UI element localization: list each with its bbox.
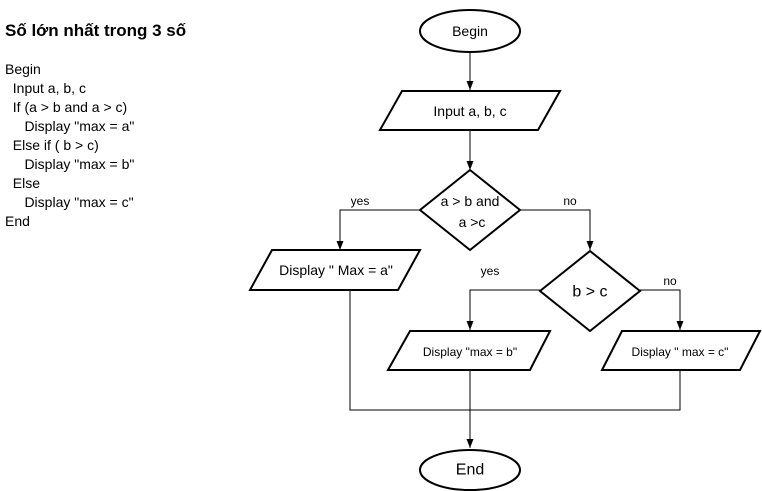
pseudocode-line: Display "max = a" (5, 118, 135, 134)
page-title: Số lớn nhất trong 3 số (5, 21, 187, 40)
display-a-label: Display " Max = a" (279, 262, 393, 278)
pseudocode-line: End (5, 213, 30, 229)
pseudocode-line: Else if ( b > c) (5, 137, 99, 153)
decision2-no-label: no (663, 274, 677, 288)
decision1-no-label: no (563, 194, 577, 208)
display-b-label: Display "max = b" (423, 345, 517, 359)
pseudocode-line: Begin (5, 61, 41, 77)
pseudocode-line: Display "max = c" (5, 194, 134, 210)
pseudocode-line: Else (5, 175, 41, 191)
connector-decision1-no (520, 209, 594, 250)
input-label: Input a, b, c (433, 103, 506, 119)
display-c-parallelogram (600, 330, 762, 371)
decision1-diamond (418, 168, 522, 252)
decision1-label-line2: a >c (459, 214, 486, 230)
input-parallelogram (378, 90, 562, 131)
pseudocode-line: If (a > b and a > c) (5, 99, 128, 115)
connector-decision2-yes (466, 289, 540, 330)
connector-decision2-no (640, 289, 684, 330)
pseudocode-line: Display "max = b" (5, 156, 135, 172)
end-terminal (419, 449, 521, 491)
begin-terminal (419, 9, 521, 53)
decision1-label-line1: a > b and (441, 193, 500, 209)
end-label: End (456, 462, 484, 479)
display-c-label: Display " max = c" (632, 345, 729, 359)
connector-display-a-merge (349, 290, 470, 411)
pseudocode-block: Begin Input a, b, c If (a > b and a > c)… (5, 60, 134, 231)
decision2-diamond (538, 249, 642, 333)
begin-label: Begin (452, 23, 488, 39)
display-a-parallelogram (248, 249, 422, 291)
decision2-label: b > c (572, 284, 607, 301)
connector-display-c-merge (470, 370, 681, 411)
display-b-parallelogram (386, 330, 552, 371)
pseudocode-line: Input a, b, c (5, 80, 86, 96)
decision1-yes-label: yes (351, 194, 370, 208)
decision2-yes-label: yes (481, 264, 500, 278)
connector-decision1-yes (336, 209, 420, 250)
